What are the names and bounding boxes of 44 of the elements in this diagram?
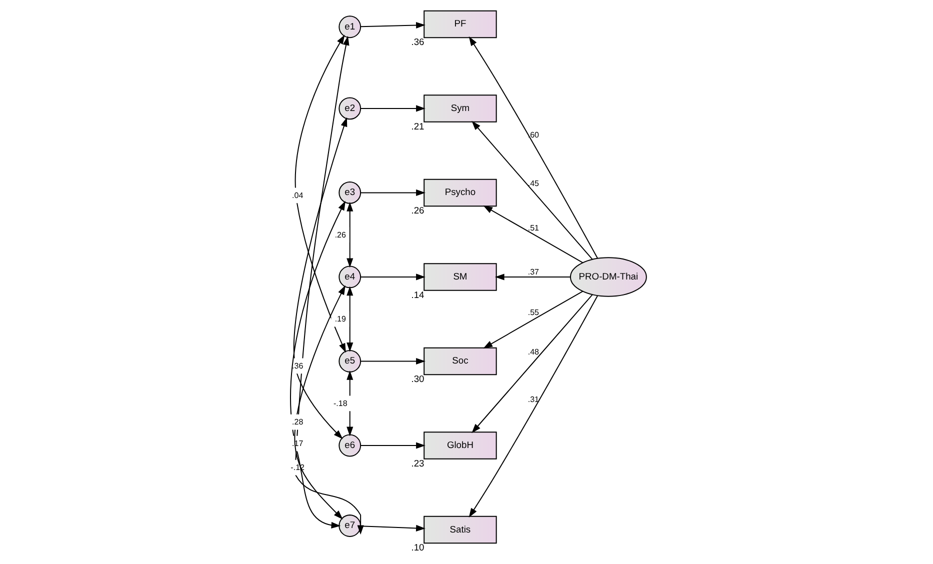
node-ellipse: PRO-DM-Thai — [570, 257, 647, 297]
node-box: Psycho — [424, 178, 497, 207]
arrow — [294, 36, 364, 535]
arrow — [346, 370, 354, 436]
arrow — [360, 358, 426, 365]
arrow — [294, 34, 346, 353]
node-circle: e5 — [338, 350, 362, 372]
node-label: .26 — [411, 206, 424, 216]
arrow — [468, 295, 598, 518]
arrow — [346, 286, 354, 352]
node-box: Soc — [424, 347, 497, 376]
arrow — [290, 200, 346, 528]
arrow — [294, 285, 346, 520]
arrow — [360, 524, 426, 532]
node-circle: e6 — [338, 434, 362, 457]
node-box: SM — [424, 263, 497, 291]
node-circle: e3 — [338, 182, 362, 204]
arrow — [360, 105, 426, 112]
arrow — [360, 442, 426, 449]
arrow — [294, 117, 348, 440]
arrow — [360, 189, 426, 196]
node-label: .36 — [411, 37, 424, 48]
node-box: Sym — [424, 94, 497, 122]
node-label: .21 — [411, 121, 424, 132]
node-label: .10 — [411, 542, 424, 553]
node-circle: e4 — [338, 266, 362, 288]
node-box: GlobH — [424, 432, 497, 460]
node-label: .23 — [411, 458, 424, 468]
node-circle: e7 — [338, 514, 362, 537]
arrow — [472, 120, 593, 260]
node-label: .30 — [411, 374, 424, 384]
arrow — [360, 274, 426, 280]
node-box: Satis — [424, 516, 497, 544]
arrow — [483, 290, 584, 348]
arrow — [468, 36, 598, 259]
arrow — [472, 294, 593, 434]
arrow — [494, 274, 570, 280]
node-circle: e1 — [338, 16, 362, 38]
arrow — [346, 202, 354, 268]
node-circle: e2 — [338, 97, 362, 120]
arrow — [483, 206, 584, 264]
node-label: .14 — [411, 290, 424, 300]
arrow — [360, 22, 426, 29]
node-box: PF — [424, 10, 497, 38]
